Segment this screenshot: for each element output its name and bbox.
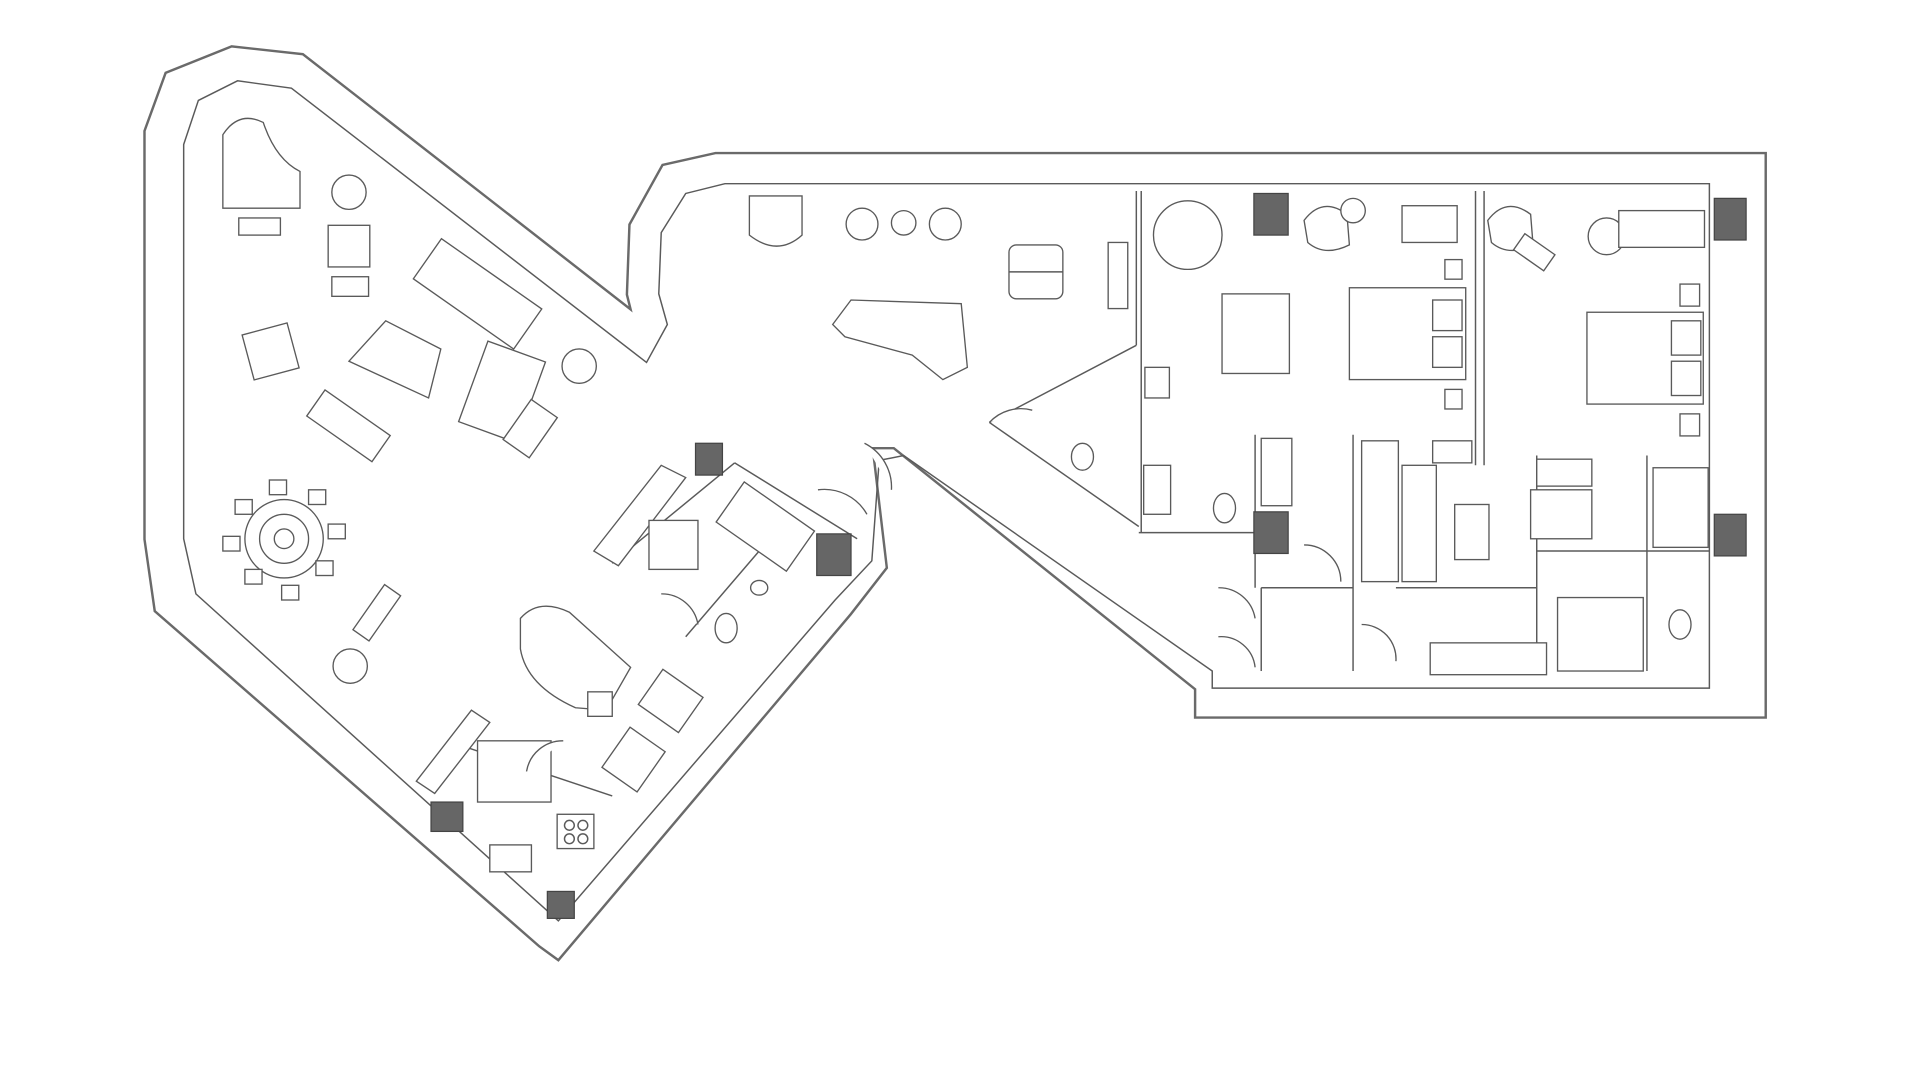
column: [816, 533, 852, 577]
toilet-icon: [1212, 492, 1237, 524]
column: [430, 801, 464, 833]
wardrobe-icon: [1260, 437, 1293, 507]
upper-lounge-furniture: [748, 195, 1129, 423]
door-swing-icon: [864, 442, 893, 490]
door-swing-icon: [1218, 636, 1256, 668]
columns: [430, 192, 1747, 919]
bedroom-1: [1152, 197, 1490, 583]
round-dining-table-icon: [222, 479, 346, 601]
sink-icon: [489, 844, 533, 873]
exterior-wall: [143, 45, 1767, 962]
toilet-icon: [714, 612, 738, 644]
door-swing-icon: [817, 488, 868, 515]
sofa-icon: [412, 237, 543, 350]
wardrobe-icon: [1429, 642, 1548, 676]
bathroom-1: [1070, 366, 1397, 668]
wardrobe-icon: [1401, 464, 1437, 583]
door-swing-icon: [988, 408, 1033, 423]
column: [1253, 192, 1289, 236]
toilet-icon: [1668, 609, 1692, 640]
grand-piano-icon: [222, 117, 301, 209]
door-swing-icon: [525, 740, 564, 772]
left-wing-rooms: [415, 442, 893, 873]
column: [546, 890, 575, 919]
door-swing-icon: [1218, 587, 1256, 619]
door-swing-icon: [661, 593, 699, 625]
bathtub-icon: [1143, 464, 1172, 515]
wardrobe-icon: [1360, 440, 1400, 583]
bedroom-2: [1429, 205, 1709, 676]
door-swing-icon: [1304, 544, 1342, 582]
column: [1253, 511, 1289, 555]
armchair-icon: [327, 224, 371, 268]
stove-icon: [556, 813, 595, 850]
column: [1713, 197, 1747, 241]
column: [694, 442, 724, 476]
sink-icon: [749, 579, 769, 596]
armchair-icon: [241, 322, 300, 381]
interior-walls: [465, 191, 1710, 797]
column: [1713, 513, 1747, 557]
living-area-furniture: [222, 117, 632, 717]
toilet-icon: [1070, 442, 1095, 471]
bathtub-icon: [1556, 596, 1644, 672]
door-swing-icon: [1361, 623, 1397, 662]
sink-icon: [1536, 458, 1593, 487]
